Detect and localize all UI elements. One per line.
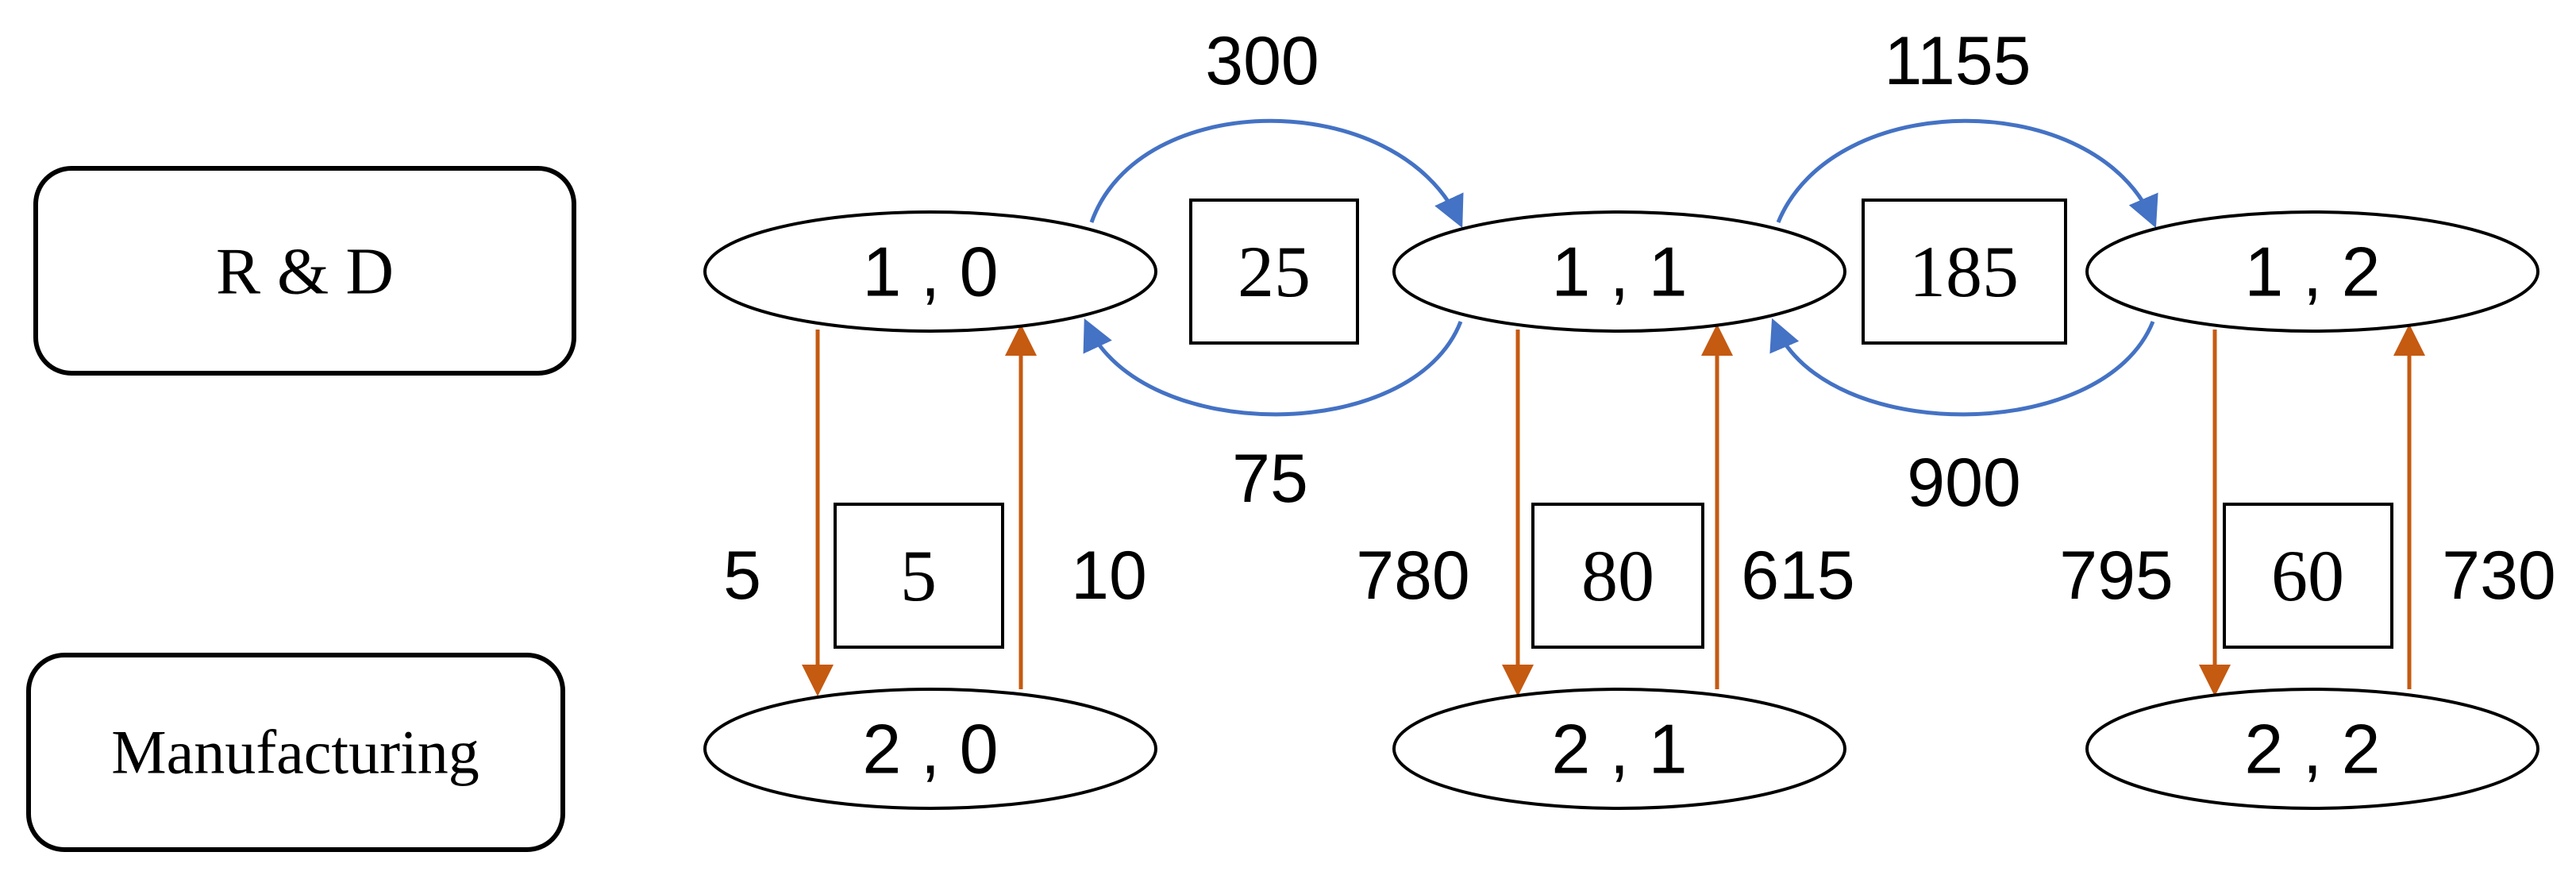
row-label-manufacturing: Manufacturing	[26, 653, 565, 852]
node-2-1: 2 , 1	[1392, 688, 1846, 810]
node-1-2-label: 1 , 2	[2244, 233, 2380, 311]
edge-label-10: 10	[1071, 538, 1147, 614]
arrow-11-to-12	[1776, 118, 2158, 229]
node-2-2: 2 , 2	[2085, 688, 2539, 810]
arrow-11-to-10	[1083, 318, 1463, 417]
edge-label-730: 730	[2442, 538, 2556, 614]
node-2-1-label: 2 , 1	[1551, 710, 1687, 788]
node-1-0-label: 1 , 0	[862, 233, 998, 311]
value-box-25-text: 25	[1238, 231, 1311, 312]
row-label-manufacturing-text: Manufacturing	[111, 718, 479, 787]
edge-label-300: 300	[1205, 23, 1319, 99]
edge-label-795: 795	[2059, 538, 2174, 614]
node-1-1: 1 , 1	[1392, 210, 1846, 333]
value-box-80: 80	[1531, 503, 1704, 649]
value-box-5-text: 5	[900, 535, 937, 616]
edge-label-5: 5	[723, 538, 761, 614]
edge-label-75: 75	[1232, 441, 1308, 517]
node-1-2: 1 , 2	[2085, 210, 2539, 333]
value-box-185-text: 185	[1909, 231, 2019, 312]
value-box-25: 25	[1189, 199, 1359, 345]
node-2-0: 2 , 0	[703, 688, 1157, 810]
value-box-185: 185	[1862, 199, 2067, 345]
node-2-0-label: 2 , 0	[862, 710, 998, 788]
row-label-rd: R & D	[33, 166, 576, 376]
edge-label-1155: 1155	[1885, 23, 2031, 99]
edge-label-615: 615	[1741, 538, 1855, 614]
edge-label-780: 780	[1356, 538, 1470, 614]
edge-label-900: 900	[1907, 445, 2021, 521]
node-2-2-label: 2 , 2	[2244, 710, 2380, 788]
value-box-60: 60	[2223, 503, 2393, 649]
node-1-1-label: 1 , 1	[1551, 233, 1687, 311]
value-box-5: 5	[834, 503, 1004, 649]
value-box-60-text: 60	[2271, 535, 2344, 616]
arrow-12-to-11	[1769, 318, 2155, 417]
node-1-0: 1 , 0	[703, 210, 1157, 333]
row-label-rd-text: R & D	[216, 235, 394, 309]
value-box-80-text: 80	[1581, 535, 1654, 616]
arrow-10-to-11	[1089, 118, 1464, 229]
